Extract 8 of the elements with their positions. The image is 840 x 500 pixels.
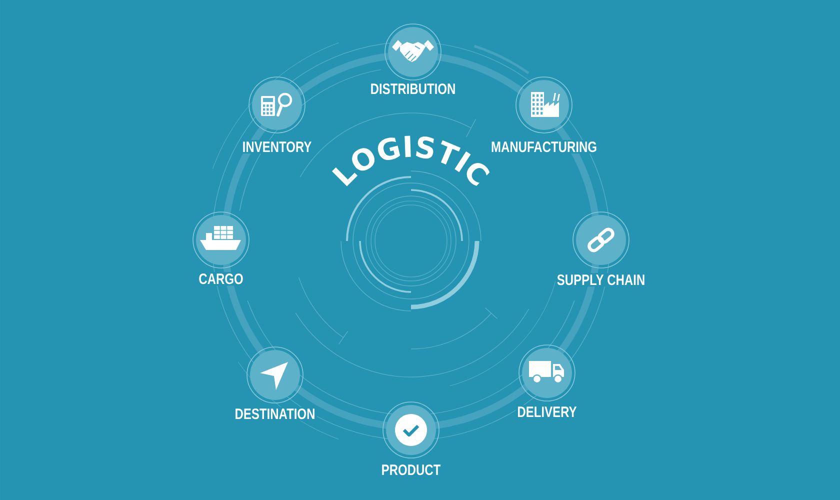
node-label: DISTRIBUTION	[368, 82, 458, 96]
node-label: MANUFACTURING	[490, 140, 598, 154]
node-label: PRODUCT	[380, 463, 442, 477]
node-label: CARGO	[197, 272, 245, 286]
node-label: DESTINATION	[233, 407, 317, 421]
node-label: DELIVERY	[516, 405, 578, 418]
node-label: SUPPLY CHAIN	[555, 273, 647, 287]
node-label: INVENTORY	[240, 140, 314, 154]
